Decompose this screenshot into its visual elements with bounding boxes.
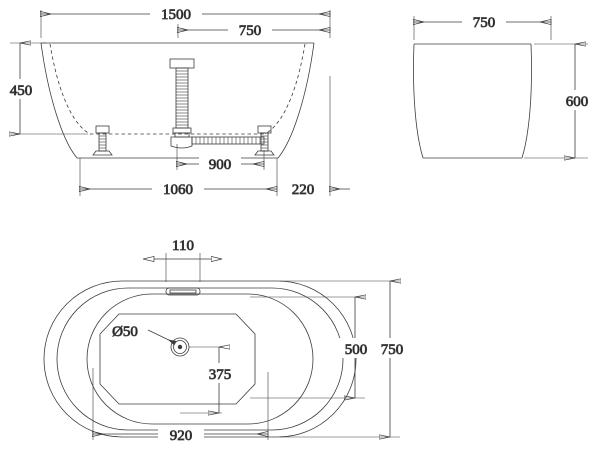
overflow-slot bbox=[165, 287, 201, 296]
dimension-600: 600 bbox=[524, 44, 597, 158]
dimension-label-500: 500 bbox=[345, 342, 368, 358]
dimension-label-900: 900 bbox=[209, 157, 232, 173]
dimension-375: 375 bbox=[180, 347, 241, 413]
leader-line-drain bbox=[147, 329, 177, 346]
drain-mid-ring bbox=[173, 340, 187, 354]
foot-left-bracket bbox=[95, 125, 110, 134]
foot-right-threads bbox=[261, 135, 268, 149]
plan-rim-inner-edge bbox=[56, 287, 344, 431]
front-tub-right-profile bbox=[277, 42, 315, 159]
dimension-1060: 1060 bbox=[80, 158, 277, 198]
dimension-label-220: 220 bbox=[292, 182, 315, 198]
dimension-750-side: 750 bbox=[414, 13, 551, 40]
annotation-drain-diameter: Ø50 bbox=[112, 324, 138, 340]
side-tub-right-profile bbox=[521, 43, 532, 159]
dimension-1500: 1500 bbox=[41, 4, 330, 38]
plan-basin-outline bbox=[86, 293, 314, 425]
front-basin-left-dashed bbox=[49, 43, 91, 135]
drain-leader-line bbox=[147, 329, 177, 346]
dimension-label-1060: 1060 bbox=[163, 182, 193, 198]
foot-right-pad bbox=[254, 150, 275, 156]
side-tub-left-profile bbox=[413, 43, 424, 159]
adjustable-foot-right bbox=[254, 125, 275, 156]
dimension-750-plan: 750 bbox=[280, 281, 414, 437]
dimension-label-375: 375 bbox=[209, 367, 232, 383]
dimension-label-920: 920 bbox=[170, 428, 193, 444]
front-elevation-view: 1500 750 450 900 bbox=[2, 4, 350, 198]
overflow-cap bbox=[169, 58, 195, 69]
front-basin-right-dashed bbox=[264, 43, 306, 135]
dimension-label-1500: 1500 bbox=[161, 7, 191, 23]
drain-hole bbox=[170, 337, 190, 357]
dimension-label-750-front: 750 bbox=[239, 23, 262, 39]
plan-basin-floor bbox=[99, 313, 256, 405]
drain-overflow-assembly bbox=[169, 58, 265, 149]
dimension-label-750-plan: 750 bbox=[381, 342, 404, 358]
dimension-label-110: 110 bbox=[172, 238, 194, 254]
drain-center bbox=[177, 344, 183, 350]
overflow-slot-outer bbox=[165, 287, 201, 296]
dimension-label-600: 600 bbox=[566, 94, 589, 110]
overflow-slot-inner bbox=[169, 289, 197, 294]
plan-top-view: Ø50 110 500 750 bbox=[43, 234, 414, 444]
adjustable-foot-left bbox=[92, 125, 113, 156]
foot-right-bracket bbox=[257, 125, 272, 134]
overflow-pipe-corrugations bbox=[176, 70, 188, 126]
plan-outer-rim bbox=[43, 280, 357, 438]
dimension-500: 500 bbox=[250, 297, 377, 398]
dimension-750-front: 750 bbox=[178, 21, 330, 39]
dimension-label-450: 450 bbox=[10, 83, 33, 99]
dimension-900: 900 bbox=[177, 144, 264, 173]
dimension-220: 220 bbox=[291, 76, 350, 198]
dimension-110: 110 bbox=[154, 234, 212, 282]
overflow-coupling bbox=[172, 127, 192, 134]
dimension-label-750-side: 750 bbox=[473, 15, 496, 31]
front-tub-left-profile bbox=[40, 42, 78, 159]
side-elevation-view: 750 600 bbox=[413, 13, 597, 158]
dimension-920: 920 bbox=[93, 368, 268, 444]
foot-left-threads bbox=[99, 135, 106, 149]
waste-trap-body bbox=[170, 136, 193, 149]
foot-left-pad bbox=[92, 150, 113, 156]
dimension-450: 450 bbox=[2, 43, 88, 134]
waste-pipe-corrugations bbox=[195, 137, 261, 144]
